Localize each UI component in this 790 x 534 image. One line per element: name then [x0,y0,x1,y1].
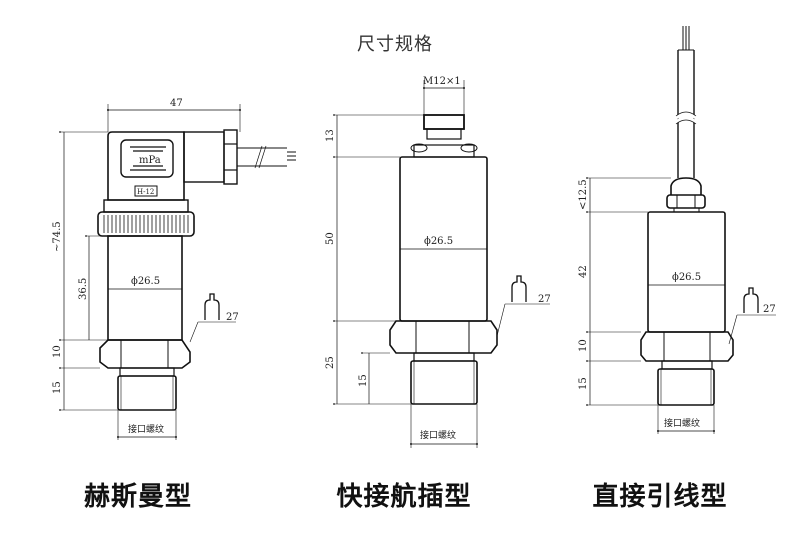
thread-label-1: 接口螺纹 [128,423,164,435]
dim-hex-height-3: 10 [578,339,589,352]
dim-diameter-1: ϕ26.5 [131,276,160,287]
dim-hex-height-1: 10 [52,345,63,358]
hirschmann-body [107,235,183,341]
hex-nut-2 [389,320,498,354]
wrench-icon-3 [728,287,776,345]
thread-2 [410,360,478,405]
dim-thread-height-3: 15 [578,377,589,390]
caption-direct-lead: 直接引线型 [592,482,728,512]
dim-thread-height-2: 15 [358,374,369,387]
thread-label-3: 接口螺纹 [664,417,700,429]
cable [675,26,697,178]
dim-top-width: 47 [170,98,183,109]
plate-label: H-12 [137,188,154,196]
wrench-icon-2 [496,275,550,337]
dim-diameter-2: ϕ26.5 [424,236,453,247]
caption-hirschmann: 赫斯曼型 [83,482,192,512]
caption-aviation-plug: 快接航插型 [336,482,472,512]
hirschmann-connector: mPa H-12 [107,129,296,201]
cable-gland [666,194,706,209]
figure-hirschmann: 47 mPa H-12 ϕ26.5 [52,98,296,440]
dim-total-height: ~74.5 [52,221,63,252]
dim-thread-height-1: 15 [52,381,63,394]
m12-connector [423,114,465,130]
wrench-icon-1 [189,293,236,343]
dim-body-height-3: 42 [578,265,589,278]
dim-gland-height: <12.5 [578,179,589,210]
thread-label-2: 接口螺纹 [420,429,456,441]
thread-3 [657,368,715,406]
dim-connector: M12×1 [423,76,461,87]
figure-aviation-plug: M12×1 ϕ26.5 接口螺纹 13 50 25 15 [325,76,551,448]
dim-body-height-1: 36.5 [78,278,89,300]
hex-nut-3 [640,331,734,362]
display-label: mPa [139,155,161,166]
figure-direct-lead: ϕ26.5 接口螺纹 <12.5 42 10 15 27 [578,26,776,434]
dim-hex-thread-height: 25 [325,356,336,369]
dim-wrench-3: 27 [763,304,776,315]
page-title: 尺寸规格 [357,34,433,55]
dim-wrench-2: 27 [538,294,551,305]
thread-1 [117,375,177,411]
dim-body-height-2: 50 [325,232,336,245]
hex-nut-1 [99,339,191,369]
dim-diameter-3: ϕ26.5 [672,272,701,283]
dim-wrench-1: 27 [226,312,239,323]
dim-connector-height: 13 [325,129,336,142]
